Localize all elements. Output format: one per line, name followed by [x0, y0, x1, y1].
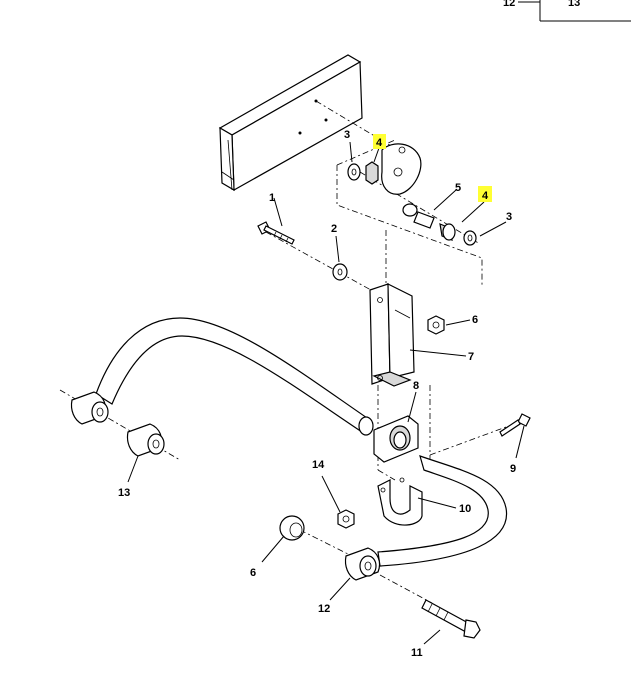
sleeve-5 [413, 211, 435, 229]
corner-reference-box: 12 13 [503, 0, 631, 22]
corner-label-left: 12 [503, 0, 515, 9]
bolt-1 [257, 221, 295, 245]
callout-12: 12 [318, 603, 330, 615]
callout-4-left: 4 [376, 137, 383, 149]
callout-6-upper: 6 [472, 314, 478, 326]
upper-bracket [381, 143, 422, 195]
washer-3-left [347, 163, 361, 181]
callout-13: 13 [118, 487, 130, 499]
callout-3-left: 3 [344, 129, 350, 141]
hanger-bracket-7 [369, 283, 415, 387]
callout-7: 7 [468, 351, 474, 363]
nut-14 [337, 509, 355, 529]
callout-14: 14 [312, 459, 325, 471]
bushing-6-lower [279, 515, 305, 541]
callout-6-lower: 6 [250, 567, 256, 579]
stabilizer-bar [95, 317, 508, 567]
retainer-strap-10 [377, 477, 423, 526]
upper-bracket-assembly [347, 143, 477, 246]
leader-lines [127, 141, 525, 645]
callout-5: 5 [455, 182, 461, 194]
callout-labels: 1 2 3 4 5 4 3 6 7 8 9 10 11 12 13 14 6 [118, 129, 516, 659]
corner-label-right: 13 [568, 0, 580, 9]
clamp-bushing-8 [373, 415, 419, 463]
washer-2 [332, 263, 348, 281]
callout-2: 2 [331, 223, 337, 235]
bolt-9 [499, 413, 531, 437]
callout-8: 8 [413, 380, 419, 392]
frame-rail [218, 54, 363, 192]
callout-4-right: 4 [482, 190, 489, 202]
bushing-4-left [365, 161, 379, 185]
callout-10: 10 [459, 503, 471, 515]
washer-3-right [463, 230, 477, 246]
highlight-callout-4-right [478, 186, 492, 202]
callout-11: 11 [411, 647, 423, 659]
nut-6-upper [427, 315, 445, 335]
callout-9: 9 [510, 463, 516, 475]
bushing-pair-left [70, 391, 165, 457]
bolt-11 [421, 599, 481, 639]
highlight-callout-4-left [373, 134, 386, 149]
bushing-12-lower [344, 547, 381, 581]
callout-3-right: 3 [506, 211, 512, 223]
callout-1: 1 [269, 192, 275, 204]
